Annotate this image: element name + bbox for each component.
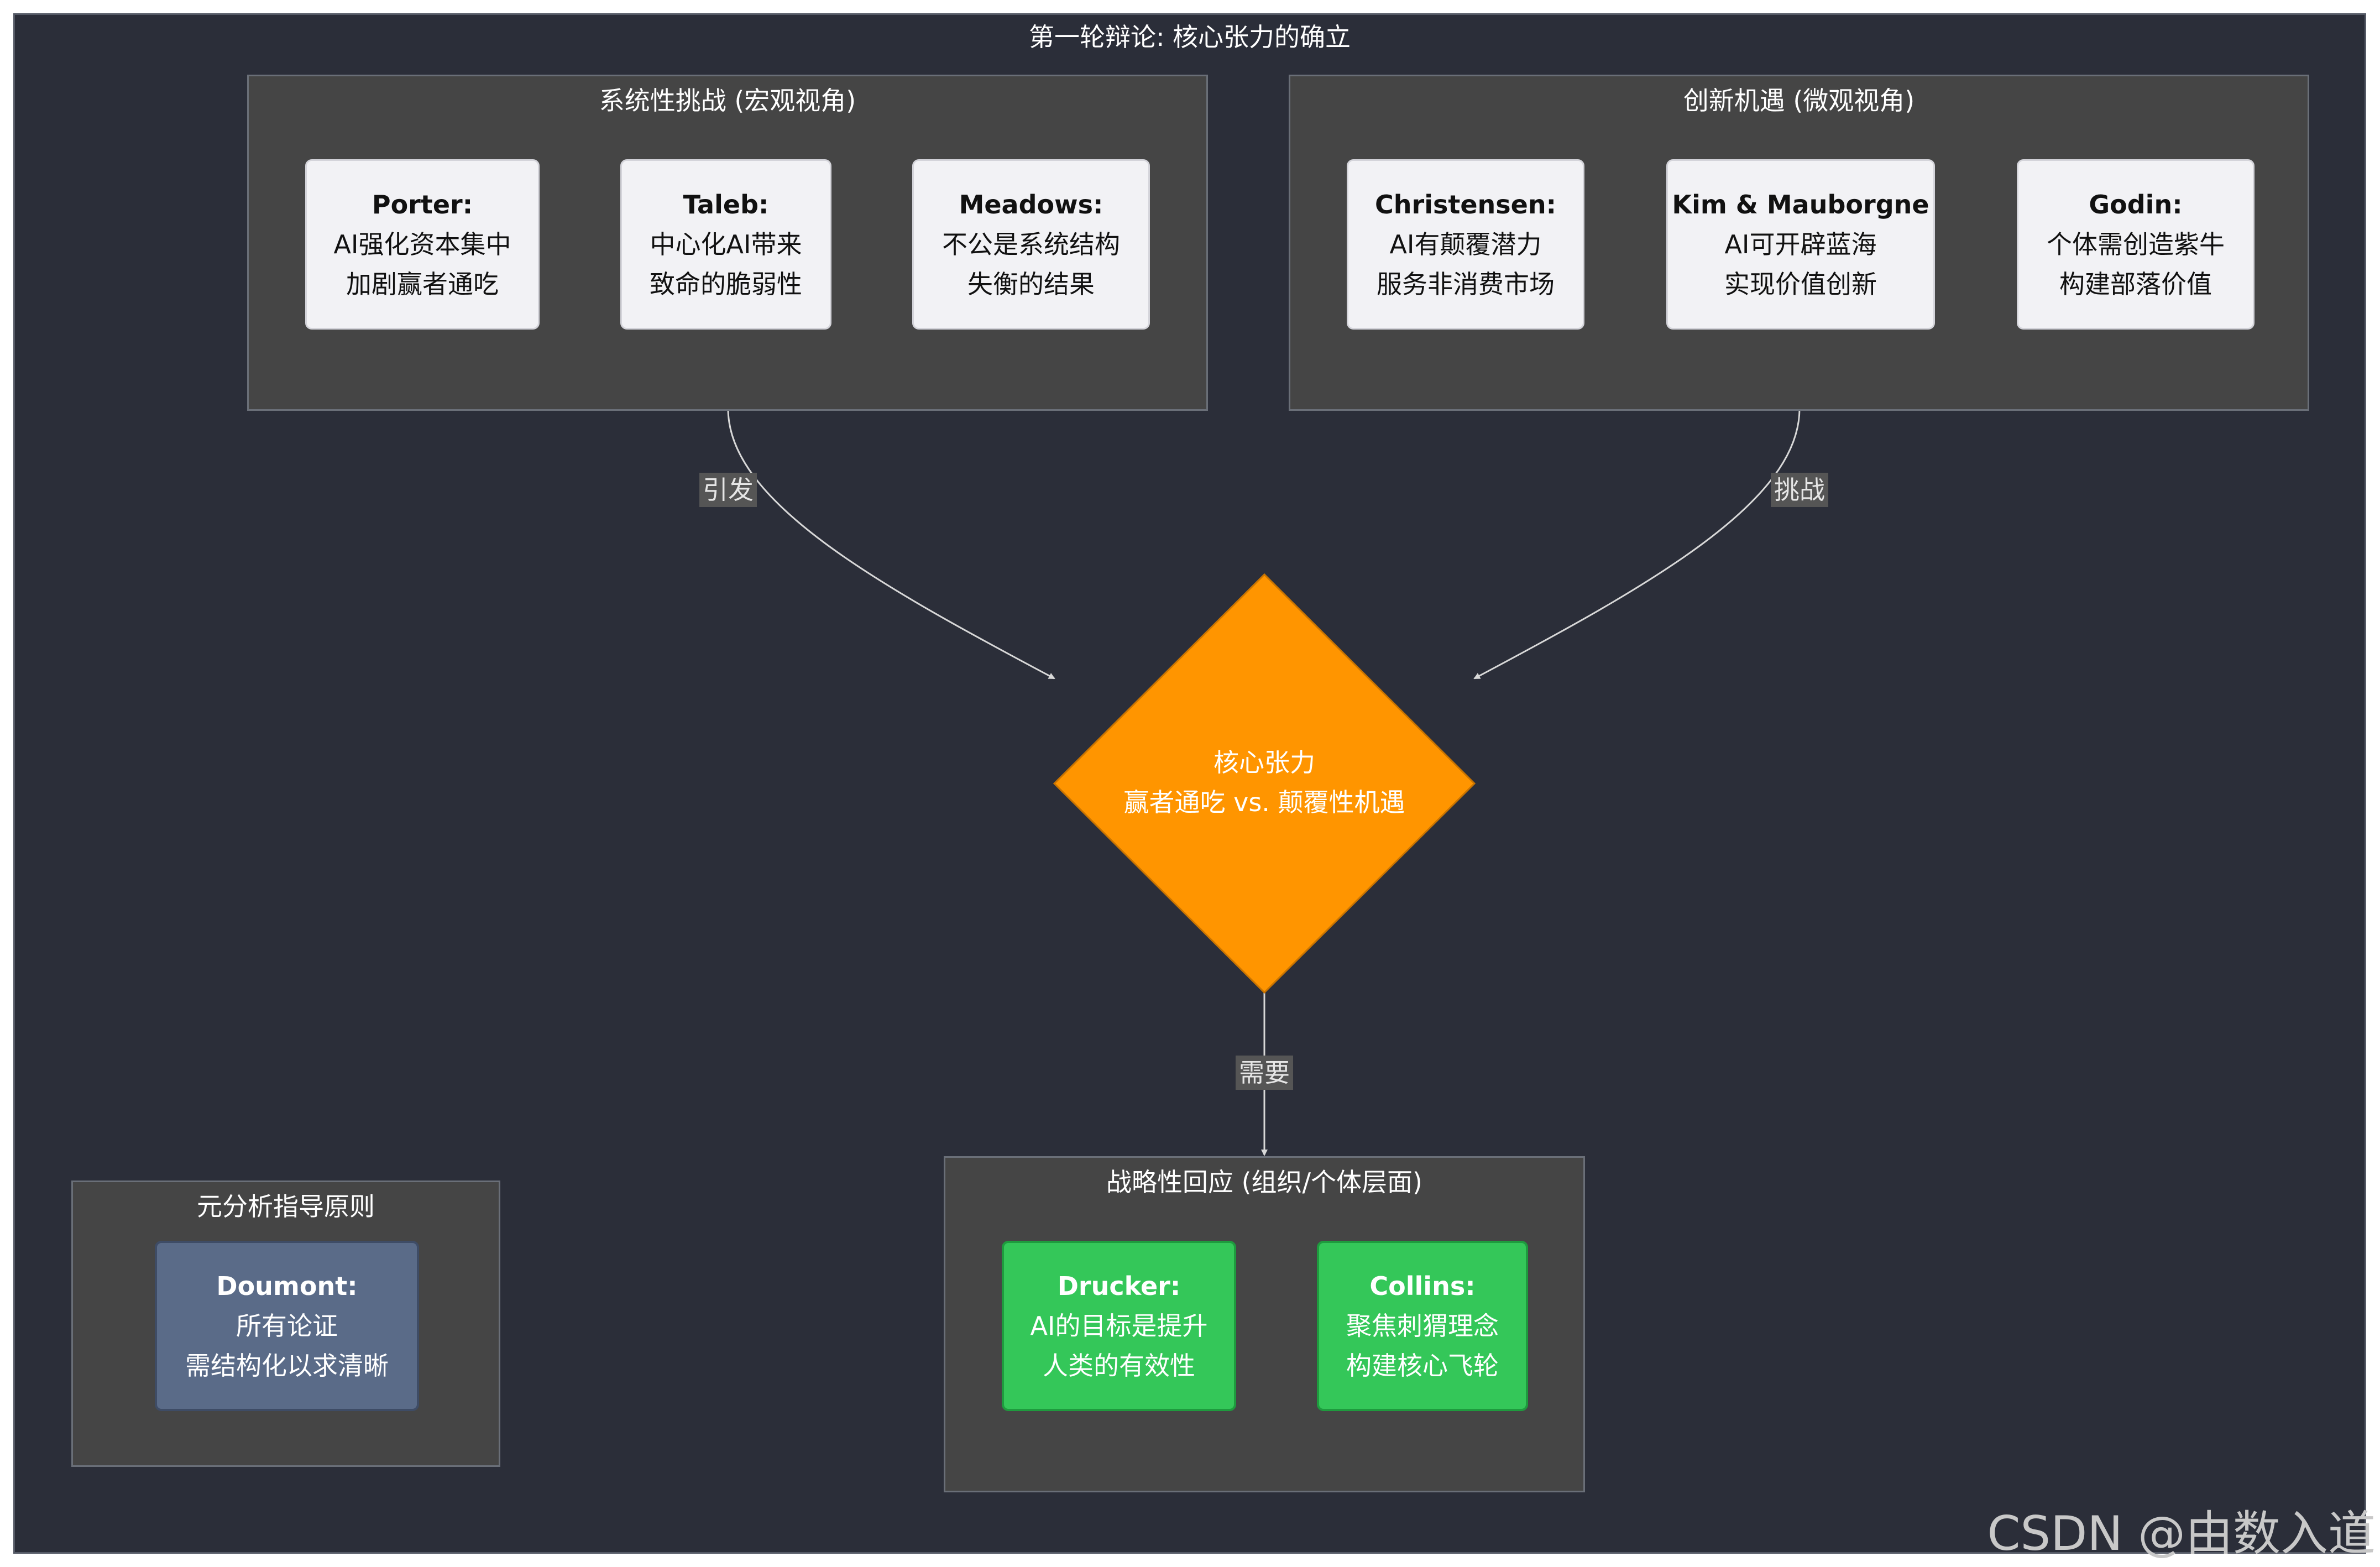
node-christensen[interactable]: Christensen: AI有颠覆潜力 服务非消费市场 — [1347, 159, 1584, 330]
core-tension-line1: 核心张力 — [1213, 748, 1315, 777]
edge-label-trigger: 引发 — [699, 473, 757, 507]
node-meadows[interactable]: Meadows: 不公是系统结构 失衡的结果 — [912, 159, 1150, 330]
edge-layer — [727, 408, 1801, 1156]
node-christensen-line2: 服务非消费市场 — [1377, 269, 1555, 299]
node-meadows-line2: 失衡的结果 — [967, 269, 1095, 299]
cluster-meta-title: 元分析指导原则 — [197, 1192, 375, 1221]
cluster-meta-principles: 元分析指导原则 Doumont: 所有论证 需结构化以求清晰 — [71, 1181, 500, 1467]
node-taleb-line2: 致命的脆弱性 — [650, 269, 802, 299]
node-taleb[interactable]: Taleb: 中心化AI带来 致命的脆弱性 — [620, 159, 831, 330]
node-porter-head: Porter: — [372, 190, 473, 220]
edge-systemic-to-core — [727, 408, 1055, 680]
cluster-systemic-title: 系统性挑战 (宏观视角) — [599, 86, 856, 116]
node-drucker-head: Drucker: — [1057, 1271, 1181, 1301]
node-godin-line2: 构建部落价值 — [2059, 269, 2212, 299]
node-drucker-line1: AI的目标是提升 — [1030, 1311, 1208, 1341]
edge-label-need: 需要 — [1236, 1056, 1293, 1090]
node-porter-line1: AI强化资本集中 — [333, 229, 511, 259]
node-kim-mauborgne-line1: AI可开辟蓝海 — [1724, 229, 1877, 259]
node-collins-head: Collins: — [1369, 1271, 1476, 1301]
cluster-strategic-response: 战略性回应 (组织/个体层面) Drucker: AI的目标是提升 人类的有效性… — [944, 1156, 1585, 1492]
core-tension-line2: 赢者通吃 vs. 颠覆性机遇 — [1123, 787, 1405, 817]
node-doumont-line1: 所有论证 — [236, 1311, 338, 1341]
core-tension-diamond — [1053, 573, 1476, 994]
edge-label-challenge: 挑战 — [1771, 473, 1828, 507]
node-christensen-head: Christensen: — [1375, 190, 1556, 220]
node-drucker[interactable]: Drucker: AI的目标是提升 人类的有效性 — [1002, 1241, 1236, 1411]
node-collins-line2: 构建核心飞轮 — [1346, 1351, 1499, 1381]
node-godin-line1: 个体需创造紫牛 — [2047, 229, 2225, 259]
watermark: CSDN @由数入道 — [1987, 1506, 2376, 1561]
node-christensen-line1: AI有颠覆潜力 — [1389, 229, 1542, 259]
node-kim-mauborgne-head: Kim & Mauborgne — [1672, 190, 1929, 220]
node-collins-line1: 聚焦刺猬理念 — [1346, 1311, 1499, 1341]
diagram-canvas: 第一轮辩论: 核心张力的确立 核心张力 赢者通吃 vs. 颠覆性机遇 引发 挑战… — [13, 13, 2366, 1554]
edge-innovation-to-core — [1473, 408, 1801, 680]
core-tension-text: 核心张力 赢者通吃 vs. 颠覆性机遇 — [1099, 743, 1430, 822]
node-kim-mauborgne[interactable]: Kim & Mauborgne AI可开辟蓝海 实现价值创新 — [1666, 159, 1935, 330]
node-meadows-line1: 不公是系统结构 — [942, 229, 1120, 259]
node-doumont-line2: 需结构化以求清晰 — [185, 1351, 389, 1381]
node-porter-line2: 加剧赢者通吃 — [346, 269, 499, 299]
node-collins[interactable]: Collins: 聚焦刺猬理念 构建核心飞轮 — [1317, 1241, 1528, 1411]
node-taleb-line1: 中心化AI带来 — [650, 229, 802, 259]
node-doumont-head: Doumont: — [216, 1271, 358, 1301]
cluster-innovation-opportunity: 创新机遇 (微观视角) Christensen: AI有颠覆潜力 服务非消费市场… — [1289, 75, 2309, 411]
node-porter[interactable]: Porter: AI强化资本集中 加剧赢者通吃 — [305, 159, 540, 330]
cluster-systemic-challenge: 系统性挑战 (宏观视角) Porter: AI强化资本集中 加剧赢者通吃 Tal… — [247, 75, 1208, 411]
node-godin-head: Godin: — [2089, 190, 2183, 220]
node-doumont[interactable]: Doumont: 所有论证 需结构化以求清晰 — [155, 1241, 419, 1411]
node-meadows-head: Meadows: — [959, 190, 1103, 220]
diagram-title: 第一轮辩论: 核心张力的确立 — [1028, 22, 1351, 52]
cluster-strategic-title: 战略性回应 (组织/个体层面) — [1106, 1167, 1422, 1197]
node-taleb-head: Taleb: — [683, 190, 769, 220]
node-godin[interactable]: Godin: 个体需创造紫牛 构建部落价值 — [2017, 159, 2255, 330]
node-drucker-line2: 人类的有效性 — [1043, 1351, 1195, 1381]
cluster-innovation-title: 创新机遇 (微观视角) — [1683, 86, 1915, 116]
node-kim-mauborgne-line2: 实现价值创新 — [1724, 269, 1877, 299]
